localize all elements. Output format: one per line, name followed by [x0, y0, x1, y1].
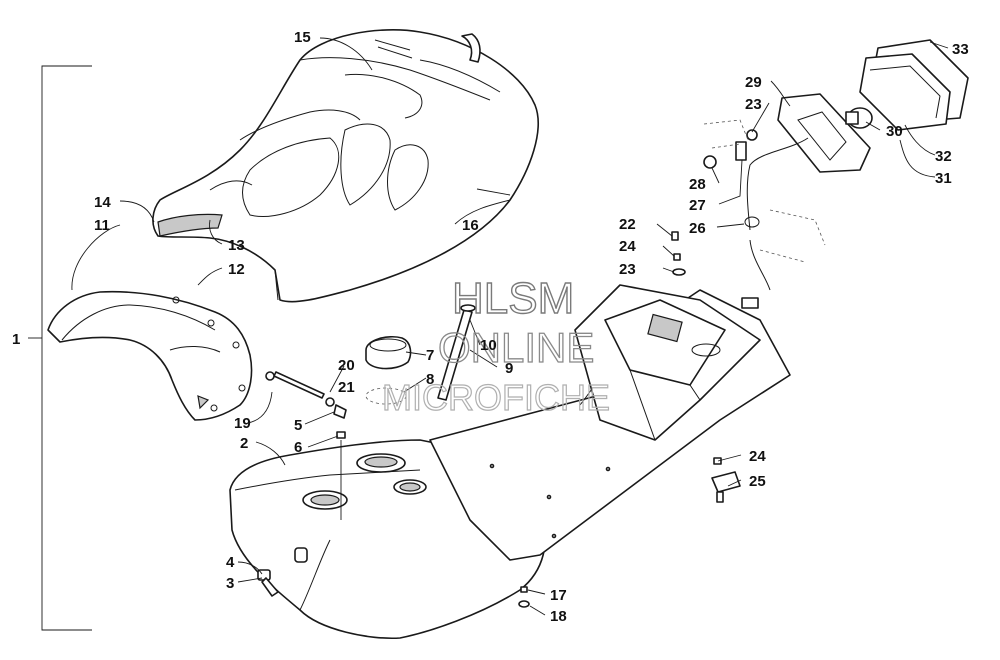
callout-21: 21: [338, 379, 355, 396]
callout-32: 32: [935, 148, 952, 165]
callout-4: 4: [226, 554, 235, 571]
watermark-line2: ONLINE: [438, 324, 594, 371]
callout-33: 33: [952, 41, 969, 58]
base-pan: [429, 284, 791, 561]
assembly-bracket: [28, 65, 92, 631]
callout-28: 28: [689, 176, 706, 193]
callout-27: 27: [689, 197, 706, 214]
callout-29: 29: [745, 74, 762, 91]
callout-23-upper: 23: [745, 96, 762, 113]
leader-lines: [71, 37, 949, 616]
callout-12: 12: [228, 261, 245, 278]
callout-10: 10: [480, 337, 497, 354]
callout-19: 19: [234, 415, 251, 432]
callout-5: 5: [294, 417, 302, 434]
callout-9: 9: [505, 360, 513, 377]
fuel-cap: [365, 335, 412, 405]
watermark-line1: HLSM: [452, 274, 574, 323]
callout-numbers: 1 2 3 4 5 6 7 8 9 10 11 12 13 14 15 16 1…: [12, 29, 969, 625]
callout-20: 20: [338, 357, 355, 374]
callout-23-lower: 23: [619, 261, 636, 278]
callout-16: 16: [462, 217, 479, 234]
callout-7: 7: [426, 347, 434, 364]
callout-14: 14: [94, 194, 111, 211]
callout-26: 26: [689, 220, 706, 237]
callout-24-lower: 24: [749, 448, 766, 465]
callout-25: 25: [749, 473, 766, 490]
callout-30: 30: [886, 123, 903, 140]
callout-18: 18: [550, 608, 567, 625]
vent-hose: [265, 371, 347, 520]
callout-8: 8: [426, 371, 434, 388]
seat-cushion: [152, 29, 539, 303]
callout-2: 2: [240, 435, 248, 452]
callout-13: 13: [228, 237, 245, 254]
fuel-sender: [437, 304, 476, 401]
watermark-line3: MICROFICHE: [382, 377, 610, 418]
watermark: HLSM ONLINE MICROFICHE: [381, 273, 610, 418]
callout-6: 6: [294, 439, 302, 456]
rear-cowl: [47, 290, 253, 421]
callout-11: 11: [94, 217, 110, 234]
callout-24-upper: 24: [619, 238, 636, 255]
callout-17: 17: [550, 587, 567, 604]
small-hardware: [518, 231, 741, 608]
callout-15: 15: [294, 29, 311, 46]
callout-31: 31: [935, 170, 952, 187]
callout-1: 1: [12, 331, 20, 348]
taillight-assembly: [703, 39, 969, 309]
callout-3: 3: [226, 575, 234, 592]
callout-22: 22: [619, 216, 636, 233]
